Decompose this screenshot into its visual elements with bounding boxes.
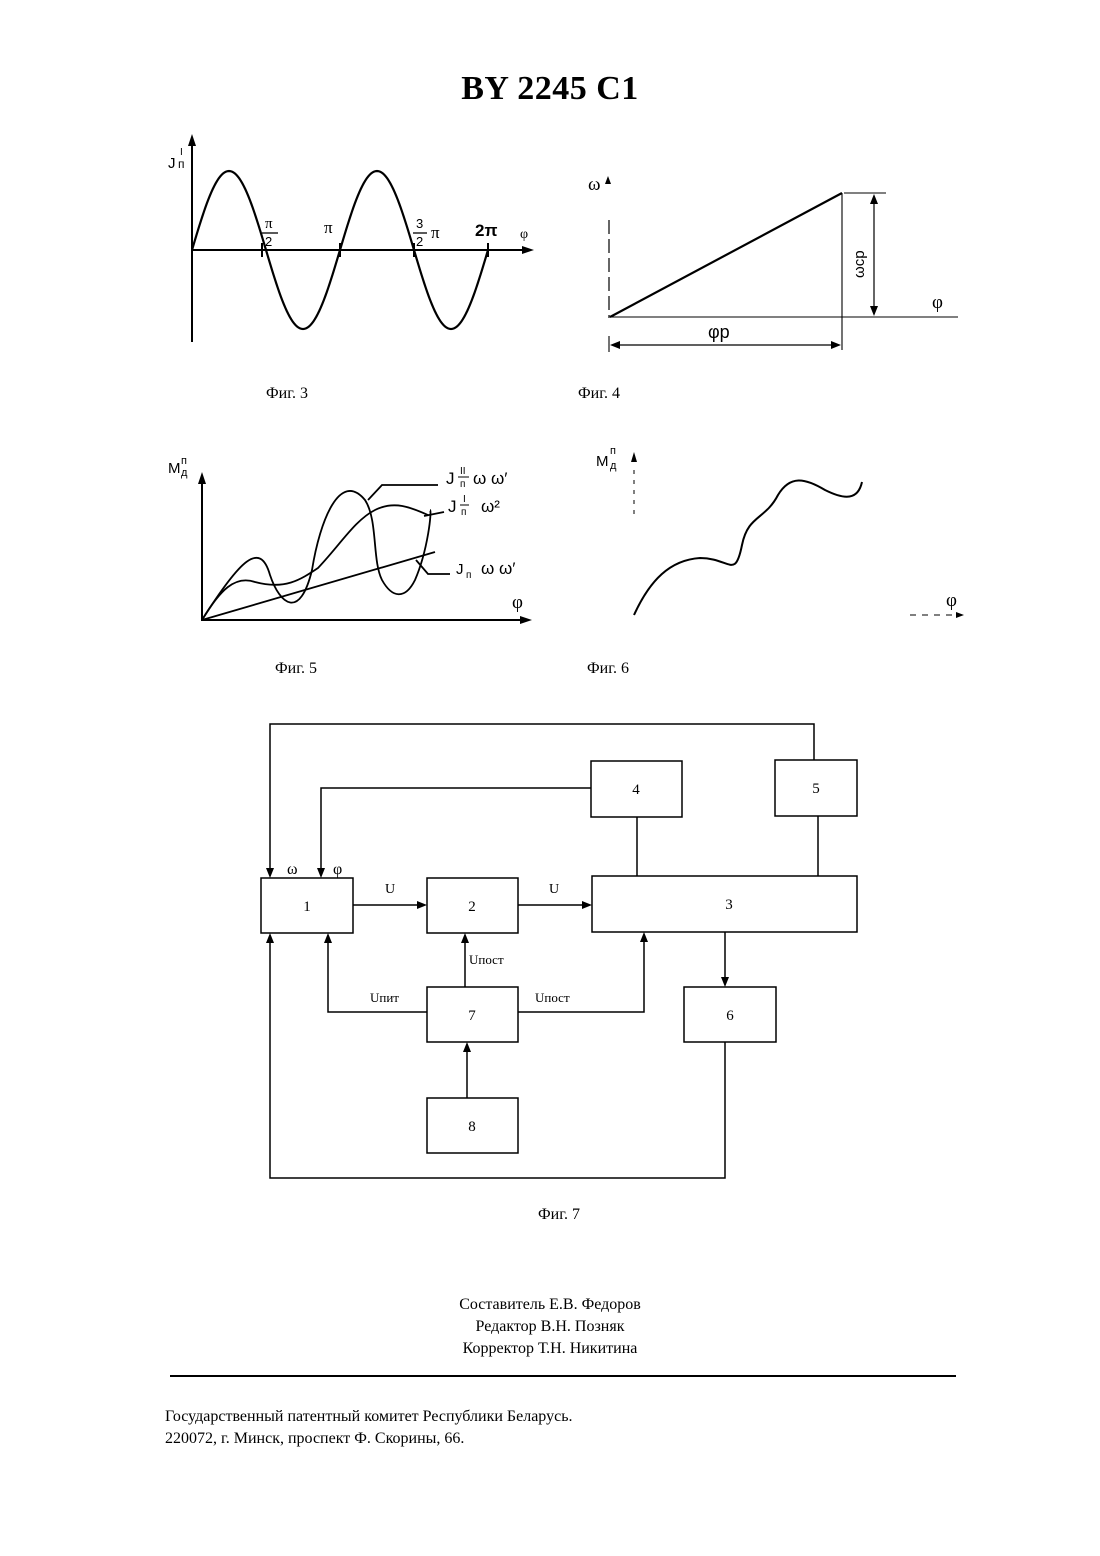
publisher-name: Государственный патентный комитет Респуб… (165, 1406, 573, 1428)
fig6-y-label-sub: д (610, 460, 617, 472)
fig7-link-6-feedback-to-1 (270, 941, 725, 1178)
fig7-signal-u-1-2: U (385, 882, 395, 897)
fig5-curve-jII (202, 491, 430, 620)
fig7-link-4-to-1-phi (321, 788, 591, 870)
fig7-signal-phi: φ (333, 861, 342, 878)
fig7-block-7-label: 7 (468, 1008, 476, 1024)
fig6-y-arrow (631, 452, 637, 462)
credit-editor: Редактор В.Н. Позняк (0, 1316, 1100, 1338)
figure-6-torque-curve: M д п φ (590, 440, 990, 640)
fig5-curve2-label-sub: п (461, 507, 466, 518)
publisher-address: 220072, г. Минск, проспект Ф. Скорины, 6… (165, 1428, 573, 1450)
fig7-signal-u-pit: Uпит (370, 990, 399, 1005)
fig4-y-arrow (605, 176, 611, 184)
fig7-signal-u-post-2: Uпост (469, 952, 504, 967)
fig7-signal-omega: ω (287, 861, 298, 878)
fig3-tick-half-pi-denominator: 2 (265, 234, 272, 249)
figure-4-caption: Фиг. 4 (578, 385, 620, 403)
fig6-torque-curve (634, 480, 862, 615)
fig3-x-label: φ (520, 227, 528, 242)
figure-7-caption: Фиг. 7 (538, 1206, 580, 1224)
figure-3-sine-diagram: J п I φ π 2 π 3 2 π 2π (150, 130, 550, 360)
fig3-y-label-sup: I (180, 147, 183, 158)
fig7-link-5-to-1-omega (270, 724, 814, 870)
fig7-arrow-7-into-1 (324, 933, 332, 943)
fig7-arrow-7-into-2 (461, 933, 469, 943)
fig5-x-label: φ (512, 592, 523, 613)
fig3-tick-three-half-denominator: 2 (416, 234, 423, 249)
fig5-y-label: M (168, 460, 181, 477)
document-number: BY 2245 C1 (0, 70, 1100, 108)
fig3-tick-two-pi-label: 2π (475, 221, 497, 240)
fig4-x-label: φ (932, 292, 943, 313)
fig7-arrow-omega-into-1 (266, 868, 274, 878)
fig3-tick-three-half-pi-label: π (431, 223, 440, 242)
fig4-vdim-arrow-top (870, 194, 878, 204)
fig7-block-8-label: 8 (468, 1119, 476, 1135)
figure-7-block-diagram: 1 2 3 4 5 6 7 8 ω φ U U Uпост Uпит Uпост (0, 700, 1100, 1200)
publisher-block: Государственный патентный комитет Респуб… (165, 1406, 573, 1450)
fig4-dim-horizontal-label: φр (708, 322, 730, 342)
fig5-curve3-label-rest: ω ω′ (481, 559, 515, 578)
fig7-arrow-into-2 (417, 901, 427, 909)
fig6-x-label: φ (946, 590, 957, 611)
fig7-signal-u-2-3: U (549, 882, 559, 897)
fig5-curve1-label-sub: п (460, 479, 465, 490)
fig7-arrow-3-into-6 (721, 977, 729, 987)
fig7-arrow-feedback-into-1 (266, 933, 274, 943)
fig3-y-arrow (188, 134, 196, 146)
fig4-y-label: ω (588, 174, 601, 195)
fig6-y-label-sup: п (610, 445, 616, 457)
fig4-vdim-arrow-bottom (870, 306, 878, 316)
fig7-block-4-label: 4 (632, 782, 640, 798)
footer-divider (170, 1375, 956, 1377)
credits-block: Составитель Е.В. Федоров Редактор В.Н. П… (0, 1294, 1100, 1360)
fig5-x-arrow (520, 616, 532, 624)
fig5-curve-jI (202, 505, 428, 620)
fig7-arrow-phi-into-1 (317, 868, 325, 878)
fig5-y-label-sup: п (181, 455, 187, 467)
fig3-y-label: J (168, 155, 176, 172)
fig7-block-1-label: 1 (303, 899, 311, 915)
fig7-arrow-8-into-7 (463, 1042, 471, 1052)
figure-3-caption: Фиг. 3 (266, 385, 308, 403)
fig3-x-arrow (522, 246, 534, 254)
fig5-curve1-label-sup: II (460, 466, 466, 477)
fig7-arrow-into-3 (582, 901, 592, 909)
fig5-curve1-label-rest: ω ω′ (473, 469, 507, 488)
figure-6-caption: Фиг. 6 (587, 660, 629, 678)
fig7-signal-u-post-3: Uпост (535, 990, 570, 1005)
fig3-y-label-sub: п (178, 157, 185, 171)
fig7-block-3-label: 3 (725, 897, 733, 913)
fig5-curve3-label-main: J (456, 561, 464, 578)
fig4-dim-vertical-label: ωср (851, 250, 868, 278)
fig5-curve1-label-main: J (446, 469, 455, 488)
figure-5-torque-diagram: M д п φ J II п ω ω′ J I п ω² J п ω ω′ (160, 440, 560, 640)
fig4-hdim-arrow-right (831, 341, 841, 349)
fig5-y-label-sub: д (181, 467, 188, 479)
fig5-curve2-label-rest: ω² (481, 497, 500, 516)
fig5-line-jn (202, 552, 435, 620)
figure-4-ramp-diagram: ω φ φр ωср (580, 170, 980, 370)
fig3-tick-pi-label: π (324, 218, 333, 237)
fig7-block-6-label: 6 (726, 1008, 734, 1024)
figure-5-caption: Фиг. 5 (275, 660, 317, 678)
fig4-hdim-arrow-left (610, 341, 620, 349)
fig5-curve2-label-main: J (448, 497, 457, 516)
credit-corrector: Корректор Т.Н. Никитина (0, 1338, 1100, 1360)
fig5-curve3-label-sub: п (466, 570, 471, 581)
fig7-block-5-label: 5 (812, 781, 820, 797)
fig7-arrow-7-into-3 (640, 932, 648, 942)
fig6-y-label: M (596, 453, 609, 470)
credit-compiler: Составитель Е.В. Федоров (0, 1294, 1100, 1316)
fig5-leader-jII (368, 485, 438, 500)
fig3-tick-three-half-numerator: 3 (416, 216, 423, 231)
fig3-tick-half-pi-numerator: π (265, 216, 273, 232)
fig7-block-2-label: 2 (468, 899, 476, 915)
fig5-curve2-label-sup: I (463, 494, 466, 505)
fig5-y-arrow (198, 472, 206, 484)
fig4-ramp-line (610, 193, 842, 317)
fig6-x-arrow (956, 612, 964, 618)
